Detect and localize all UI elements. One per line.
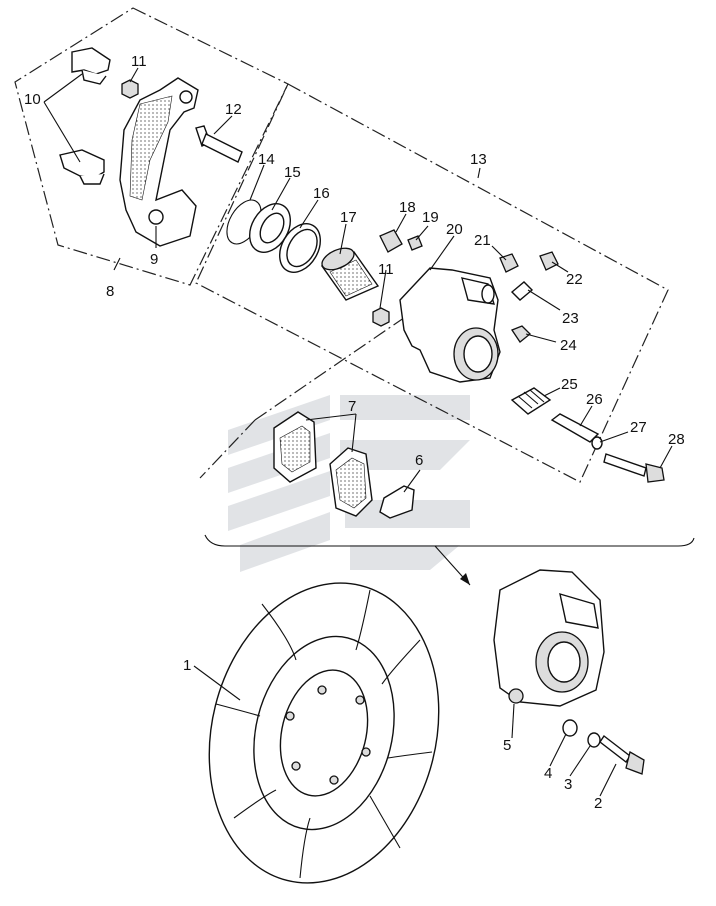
spring-part-25 [510, 387, 552, 415]
label-14: 14 [258, 151, 275, 168]
label-10: 10 [24, 91, 41, 108]
label-9: 9 [150, 251, 158, 268]
label-21: 21 [474, 232, 491, 249]
cap-part-19 [407, 235, 423, 251]
label-25: 25 [561, 376, 578, 393]
label-4: 4 [544, 765, 552, 782]
brake-pad-part-7-a [273, 411, 317, 483]
seal-part-16 [279, 223, 321, 273]
caliper-body-part-20 [399, 267, 501, 383]
label-2: 2 [594, 795, 602, 812]
label-6: 6 [415, 452, 423, 469]
caliper-assembly-part-5 [493, 569, 605, 707]
label-13: 13 [470, 151, 487, 168]
piston-part-17 [320, 247, 380, 301]
boot-part-18 [379, 229, 403, 253]
label-28: 28 [668, 431, 685, 448]
leader-lines [43, 67, 673, 797]
bleed-valve-part-23 [510, 281, 534, 301]
label-22: 22 [566, 271, 583, 288]
label-19: 19 [422, 209, 439, 226]
label-23: 23 [562, 310, 579, 327]
label-16: 16 [313, 185, 330, 202]
spring-plate-part-6 [379, 485, 415, 519]
pads-group-boundary [199, 299, 431, 479]
washer-part-4 [562, 719, 578, 737]
bolt-part-28 [603, 453, 665, 483]
ring-part-27 [591, 436, 603, 450]
seal-part-15 [249, 203, 291, 253]
label-17: 17 [340, 209, 357, 226]
label-18: 18 [399, 199, 416, 216]
washer-part-3 [587, 732, 601, 748]
label-3: 3 [564, 776, 572, 793]
bolt-part-2 [599, 734, 645, 775]
nut-part-24 [511, 325, 531, 343]
caliper-bracket-part-9 [119, 77, 199, 247]
label-5: 5 [503, 737, 511, 754]
brake-pad-part-7-b [329, 447, 373, 517]
label-8: 8 [106, 283, 114, 300]
cap-part-22 [539, 251, 559, 271]
label-24: 24 [560, 337, 577, 354]
label-12: 12 [225, 101, 242, 118]
clip-part-10 [59, 47, 111, 185]
part-labels: 1 2 3 4 5 6 7 8 9 10 11 11 12 13 14 15 1… [24, 53, 685, 812]
label-7: 7 [348, 398, 356, 415]
arrow-head [460, 573, 470, 585]
label-11-top: 11 [131, 53, 147, 70]
label-11-mid: 11 [378, 261, 394, 278]
group-13-boundary [195, 83, 669, 483]
label-27: 27 [630, 419, 647, 436]
nut-part-11-top [121, 79, 139, 99]
bracket-line [204, 534, 695, 547]
label-26: 26 [586, 391, 603, 408]
sleeve-part-26 [550, 413, 600, 443]
brake-disc-part-1 [208, 582, 440, 884]
label-1: 1 [183, 657, 191, 674]
guide-pin-part-12 [195, 125, 243, 163]
group-8-boundary [14, 7, 289, 286]
label-15: 15 [284, 164, 301, 181]
nut-part-11-mid [372, 307, 390, 327]
label-20: 20 [446, 221, 463, 238]
